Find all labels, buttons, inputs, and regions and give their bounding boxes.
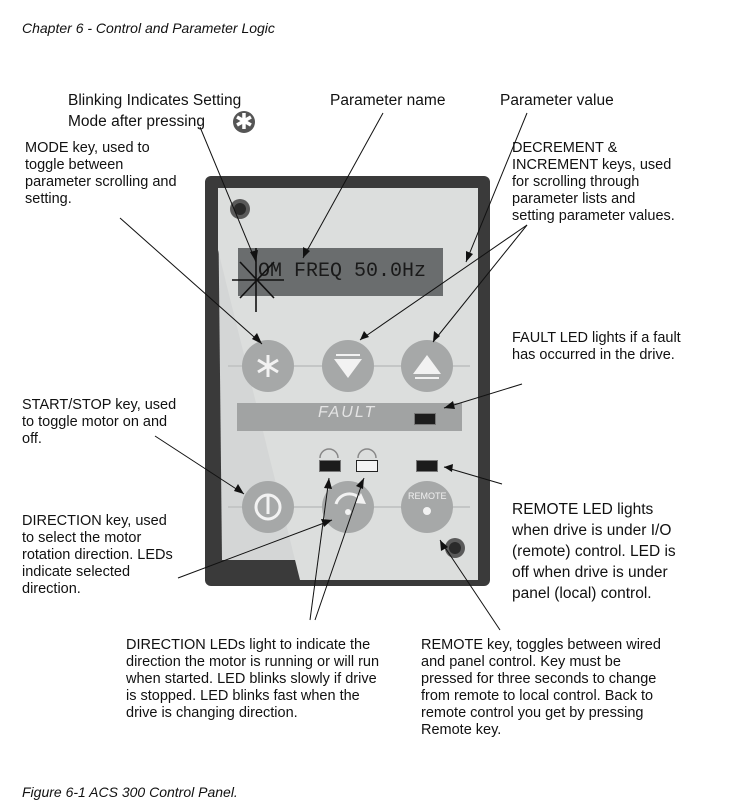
parameter-value-label: Parameter value bbox=[500, 92, 614, 109]
fault-led bbox=[414, 413, 436, 425]
start-stop-label: START/STOP key, used to toggle motor on … bbox=[22, 397, 177, 447]
fault-led-label: FAULT LED lights if a fault has occurred… bbox=[512, 330, 681, 363]
direction-led-right bbox=[356, 460, 378, 472]
parameter-name-label: Parameter name bbox=[330, 92, 446, 109]
direction-key-label: DIRECTION key, used to select the motor … bbox=[22, 513, 173, 597]
asterisk-key-icon: ✱ bbox=[233, 110, 255, 135]
remote-led-label: REMOTE LED lights when drive is under I/… bbox=[512, 501, 676, 602]
remote-key-label: REMOTE bbox=[408, 491, 447, 501]
decrement-increment-label: DECREMENT & INCREMENT keys, used for scr… bbox=[512, 140, 675, 224]
blinking-mode-label: Blinking Indicates Setting Mode after pr… bbox=[68, 92, 242, 130]
lcd-display: OM FREQ 50.0Hz bbox=[238, 248, 443, 296]
direction-leds-label: DIRECTION LEDs light to indicate the dir… bbox=[126, 637, 380, 721]
fault-label: FAULT bbox=[318, 404, 377, 421]
remote-key-description: REMOTE key, toggles between wired and pa… bbox=[421, 637, 661, 738]
chapter-header: Chapter 6 - Control and Parameter Logic bbox=[22, 20, 275, 36]
remote-led bbox=[416, 460, 438, 472]
mode-key-label: MODE key, used to toggle between paramet… bbox=[25, 140, 177, 207]
direction-led-left bbox=[319, 460, 341, 472]
figure-caption: Figure 6-1 ACS 300 Control Panel. bbox=[22, 784, 238, 800]
